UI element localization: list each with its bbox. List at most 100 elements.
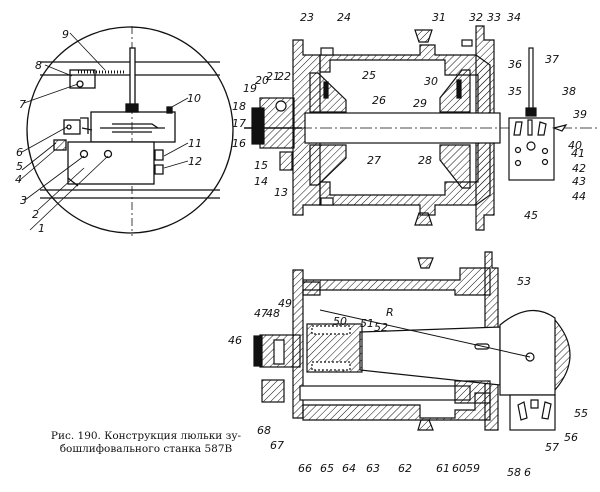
rod (129, 47, 136, 107)
spring-30 (456, 79, 462, 99)
label-67: 67 (270, 439, 284, 452)
label-8: 8 (35, 59, 42, 72)
label-43: 43 (572, 175, 586, 188)
label-4: 4 (15, 173, 22, 186)
cradle-section-upper (244, 25, 598, 231)
label-6b: 6 (524, 466, 531, 479)
pulley-bottom (414, 212, 433, 226)
label-42: 42 (572, 162, 586, 175)
label-63: 63 (366, 462, 380, 475)
label-27: 27 (367, 154, 381, 167)
label-37: 37 (545, 53, 559, 66)
radius-line (319, 309, 531, 358)
label-57: 57 (545, 441, 559, 454)
knob (166, 106, 173, 114)
label-53: 53 (517, 275, 531, 288)
cone-left-bottom (309, 144, 347, 186)
inset-circle (26, 26, 234, 234)
label-14: 14 (254, 175, 268, 188)
label-7: 7 (19, 98, 26, 111)
label-13: 13 (274, 186, 288, 199)
label-65: 65 (320, 462, 334, 475)
label-10: 10 (187, 92, 201, 105)
key-24b (320, 197, 334, 206)
label-41: 41 (571, 147, 585, 160)
caption-line-1: Рис. 190. Конструкция люльки зу- (50, 430, 242, 442)
label-12: 12 (188, 155, 202, 168)
cradle-section-lower (253, 251, 571, 431)
key-24 (320, 47, 334, 56)
label-58: 58 (507, 466, 521, 479)
caption-line-2: бошлифовального станка 587В (59, 443, 233, 455)
label-50: 50 (333, 315, 347, 328)
circular-inset (19, 26, 234, 236)
label-40: 40 (568, 139, 582, 152)
label-11: 11 (188, 137, 202, 150)
cone-right-bottom (439, 144, 471, 189)
label-19: 19 (243, 82, 257, 95)
head-housing (90, 111, 176, 143)
label-3: 3 (20, 194, 27, 207)
cone-right-top (439, 69, 471, 113)
wheel-disk (100, 123, 165, 133)
part-labels: 1 2 3 4 5 6 7 8 9 10 11 12 13 14 15 16 1… (15, 11, 588, 479)
label-55: 55 (574, 407, 588, 420)
label-49: 49 (278, 297, 292, 310)
ball-21 (275, 100, 287, 112)
label-45: 45 (524, 209, 538, 222)
label-6: 6 (16, 146, 23, 159)
label-35: 35 (508, 85, 522, 98)
label-5: 5 (16, 160, 23, 173)
grinding-wheel (554, 319, 571, 391)
label-33: 33 (487, 11, 501, 24)
key-32 (461, 39, 473, 47)
latch (80, 117, 93, 134)
label-1: 1 (38, 222, 45, 235)
spring-stop (53, 139, 67, 151)
label-31: 31 (432, 11, 446, 24)
label-61: 61 (436, 462, 450, 475)
rod-nut (125, 103, 139, 113)
label-23: 23 (300, 11, 314, 24)
label-47: 47 (254, 307, 268, 320)
label-52: 52 (374, 321, 388, 334)
label-36: 36 (508, 58, 522, 71)
label-25: 25 (362, 69, 376, 82)
label-32: 32 (469, 11, 483, 24)
label-68: 68 (257, 424, 271, 437)
label-56: 56 (564, 431, 578, 444)
pulley-top (414, 29, 433, 43)
bearing-18 (251, 107, 265, 145)
handwheel-46 (253, 335, 263, 367)
label-38: 38 (562, 85, 576, 98)
pulley-lower-bottom (417, 419, 434, 431)
label-29: 29 (413, 97, 427, 110)
label-46: 46 (228, 334, 242, 347)
label-34: 34 (507, 11, 521, 24)
radius-label: R (386, 306, 394, 319)
label-48: 48 (266, 307, 280, 320)
label-9: 9 (62, 28, 69, 41)
label-66: 66 (298, 462, 312, 475)
pulley-lower-top (417, 257, 434, 269)
base-block (67, 141, 155, 185)
shaft-63 (299, 385, 471, 401)
bottom-rail (40, 189, 220, 199)
label-20: 20 (255, 74, 269, 87)
label-28: 28 (418, 154, 432, 167)
label-62: 62 (398, 462, 412, 475)
scale-block (69, 69, 96, 89)
spring-25 (323, 81, 329, 99)
diamond-39 (551, 124, 568, 132)
label-51: 51 (360, 317, 374, 330)
bearing-60 (454, 380, 491, 404)
label-64: 64 (342, 462, 356, 475)
label-2: 2 (32, 208, 39, 221)
clamp (63, 119, 81, 135)
label-24: 24 (337, 11, 351, 24)
label-39: 39 (573, 108, 587, 121)
label-60: 60 (452, 462, 466, 475)
arm-52 (359, 326, 501, 386)
